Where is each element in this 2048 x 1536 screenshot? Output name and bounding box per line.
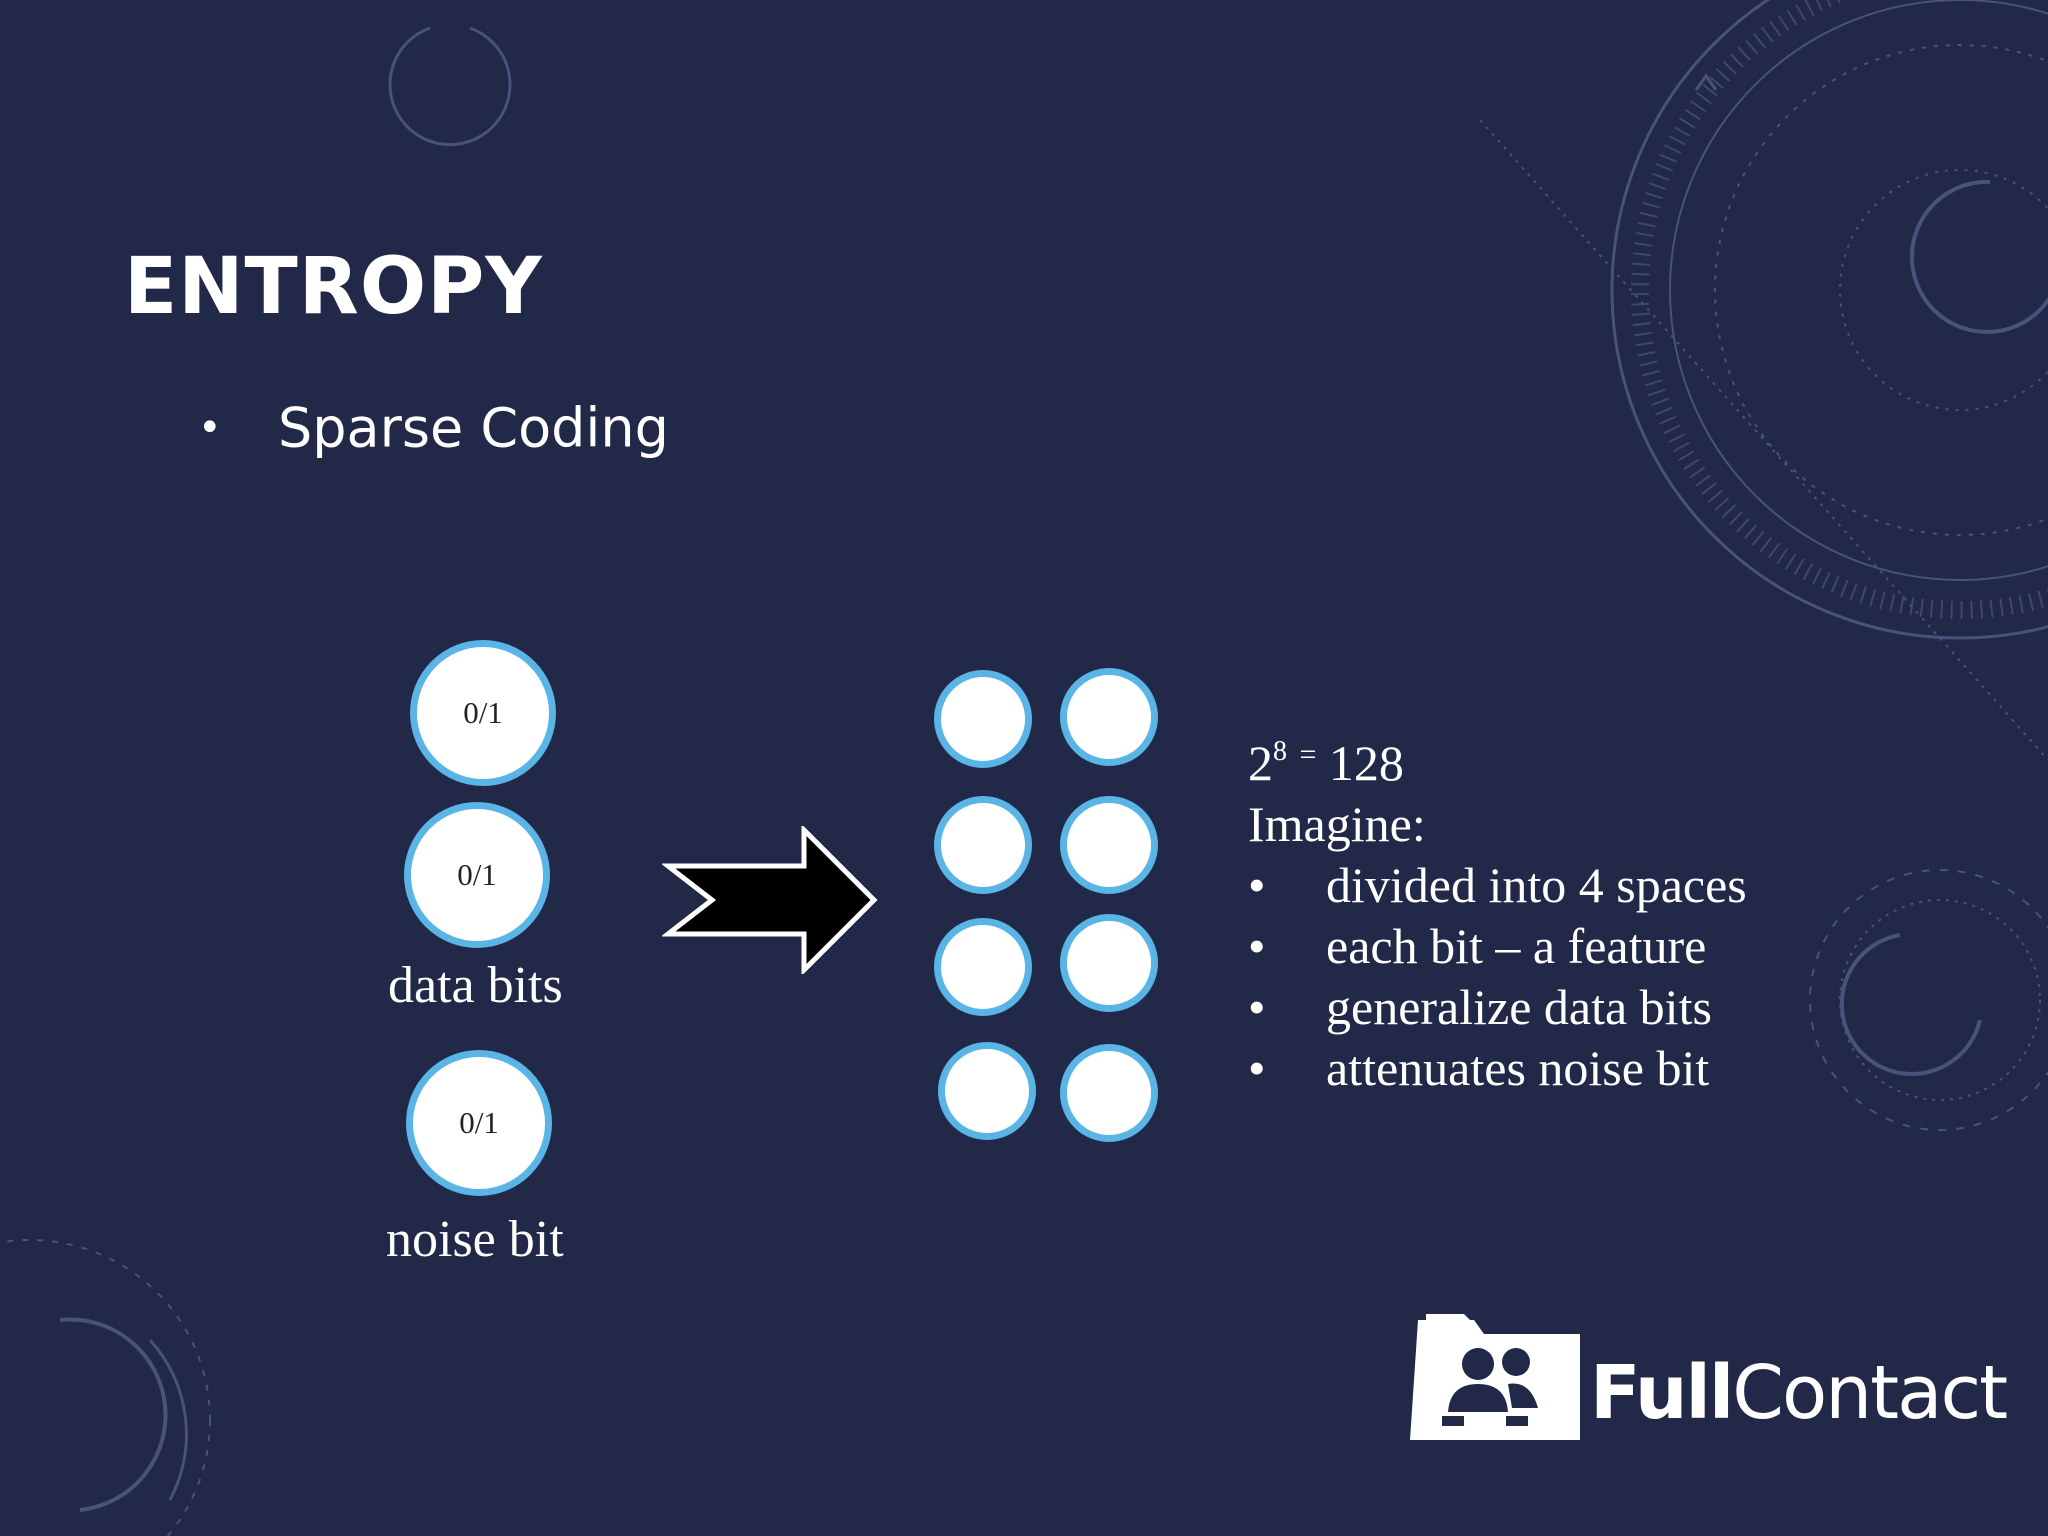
- list-item-text: attenuates noise bit: [1326, 1038, 1709, 1099]
- bullet-dot: •: [1248, 916, 1326, 977]
- bit-value: 0/1: [459, 1105, 499, 1141]
- list-item-text: divided into 4 spaces: [1326, 855, 1747, 916]
- bullet-dot: •: [1248, 855, 1326, 916]
- formula-exponent: 8: [1273, 736, 1287, 767]
- formula: 28 = 128: [1248, 724, 1747, 794]
- bullet-dot: •: [1248, 977, 1326, 1038]
- output-bit-circle: [1060, 1044, 1158, 1142]
- data-bits-label: data bits: [388, 956, 563, 1015]
- list-item-text: each bit – a feature: [1326, 916, 1706, 977]
- list-item: •each bit – a feature: [1248, 916, 1747, 977]
- output-bit-circle: [934, 918, 1032, 1016]
- list-item: •attenuates noise bit: [1248, 1038, 1747, 1099]
- formula-equals: =: [1300, 738, 1317, 771]
- output-bit-circle: [934, 796, 1032, 894]
- noise-bit-label: noise bit: [386, 1210, 564, 1269]
- bullet-dot: •: [198, 408, 278, 448]
- output-bit-circle: [1060, 668, 1158, 766]
- wordmark-regular: Contact: [1732, 1350, 2006, 1436]
- bit-value: 0/1: [463, 695, 503, 731]
- list-item: •divided into 4 spaces: [1248, 855, 1747, 916]
- right-arrow-icon: [662, 826, 880, 974]
- formula-result: 128: [1329, 735, 1404, 791]
- notes-block: 28 = 128 Imagine: •divided into 4 spaces…: [1248, 724, 1747, 1099]
- output-bit-circle: [1060, 914, 1158, 1012]
- list-item: •generalize data bits: [1248, 977, 1747, 1038]
- data-bit-circle-2: 0/1: [404, 802, 550, 948]
- wordmark-bold: Full: [1590, 1350, 1732, 1436]
- formula-base: 2: [1248, 735, 1273, 791]
- imagine-label: Imagine:: [1248, 794, 1747, 855]
- data-bit-circle-1: 0/1: [410, 640, 556, 786]
- bullet-text: Sparse Coding: [278, 396, 669, 459]
- fullcontact-logo-icon: [1404, 1312, 1586, 1446]
- noise-bit-circle: 0/1: [406, 1050, 552, 1196]
- fullcontact-wordmark: FullContact: [1590, 1350, 2006, 1436]
- output-bit-circle: [934, 670, 1032, 768]
- bullet-sparse-coding: •Sparse Coding: [198, 398, 669, 455]
- bullet-dot: •: [1248, 1038, 1326, 1099]
- output-bit-circle: [938, 1042, 1036, 1140]
- bit-value: 0/1: [457, 857, 497, 893]
- output-bit-circle: [1060, 796, 1158, 894]
- list-item-text: generalize data bits: [1326, 977, 1712, 1038]
- slide-title: ENTROPY: [124, 248, 543, 326]
